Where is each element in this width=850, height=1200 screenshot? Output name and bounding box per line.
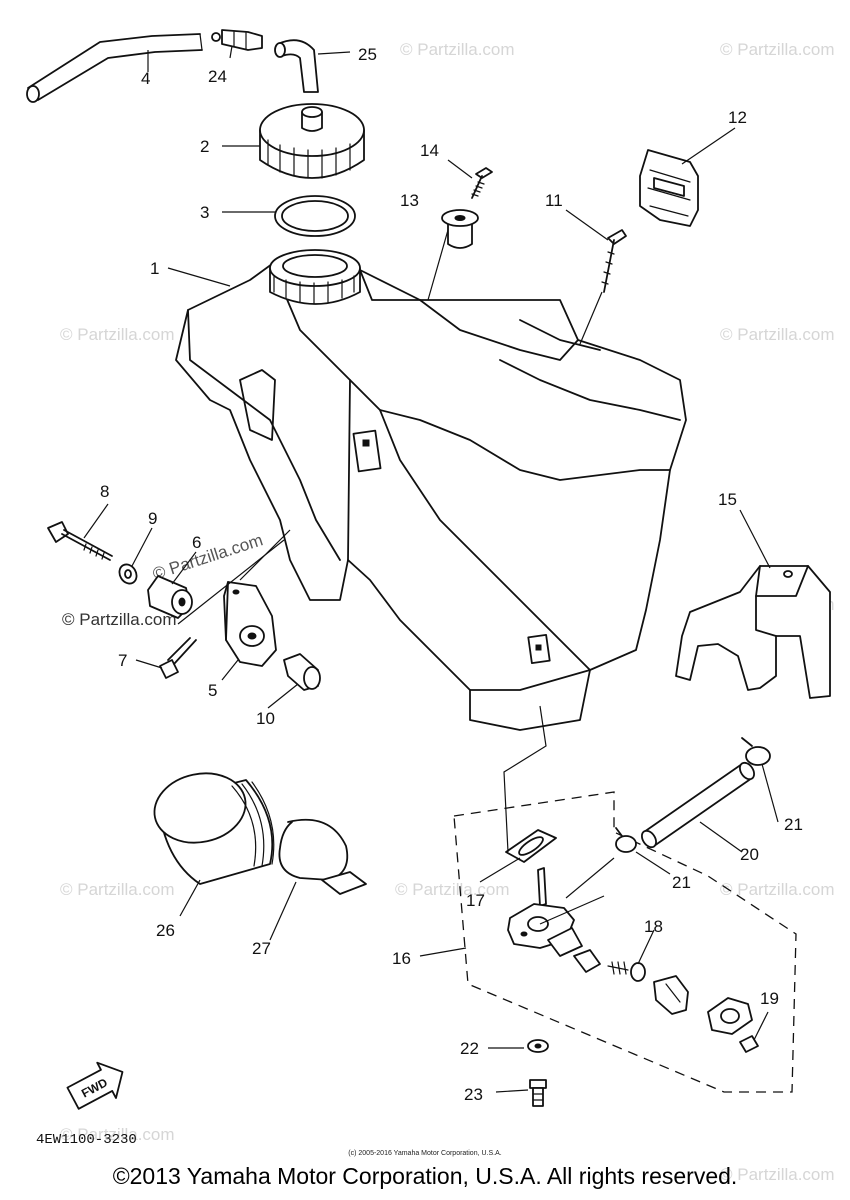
callout-labels: 4 24 25 2 3 1 14 13 11 12 15 8 9 6 7 5 1… — [100, 45, 803, 1104]
watermark: © Partzilla.com — [720, 880, 835, 899]
callout-20: 20 — [740, 845, 759, 864]
part-9-washer — [118, 563, 138, 585]
watermark: © Partzilla.com — [395, 880, 510, 899]
copyright-notice: ©2013 Yamaha Motor Corporation, U.S.A. A… — [112, 1163, 738, 1189]
fwd-arrow: FWD — [66, 1061, 124, 1110]
callout-1: 1 — [150, 259, 159, 278]
callout-13: 13 — [400, 191, 419, 210]
watermark-dark: © Partzilla.com — [62, 610, 177, 629]
part-12-damper — [639, 149, 699, 227]
callout-21-lower: 21 — [672, 873, 691, 892]
callout-4: 4 — [141, 69, 150, 88]
callout-3: 3 — [200, 203, 209, 222]
callout-10: 10 — [256, 709, 275, 728]
watermark: © Partzilla.com — [60, 1125, 175, 1144]
part-5-bracket — [223, 581, 277, 667]
part-2-fuel-cap — [259, 103, 365, 179]
part-21-clip-upper — [741, 737, 771, 766]
callout-21-upper: 21 — [784, 815, 803, 834]
leader-lines — [83, 45, 779, 1093]
part-3-gasket — [274, 195, 356, 237]
callout-18: 18 — [644, 917, 663, 936]
part-19-plate — [707, 997, 759, 1053]
callout-8: 8 — [100, 482, 109, 501]
callout-23: 23 — [464, 1085, 483, 1104]
part-18-o-ring — [573, 949, 646, 982]
callout-26: 26 — [156, 921, 175, 940]
callout-19: 19 — [760, 989, 779, 1008]
part-14-screw — [471, 167, 493, 199]
watermark: © Partzilla.com — [400, 40, 515, 59]
part-lever — [653, 975, 689, 1015]
part-20-pipe — [641, 761, 755, 849]
part-7-bolt — [159, 637, 197, 679]
watermark: © Partzilla.com — [720, 325, 835, 344]
part-23-screw — [529, 1079, 547, 1107]
part-16-fuel-cock — [507, 867, 583, 957]
small-copyright: (c) 2005-2016 Yamaha Motor Corporation, … — [348, 1150, 502, 1157]
diagram-code: 4EW1100-3230 — [36, 1132, 137, 1148]
part-4-hose — [26, 33, 203, 103]
part-21-clip-lower — [615, 827, 637, 853]
callout-14: 14 — [420, 141, 439, 160]
watermark: © Partzilla.com — [720, 40, 835, 59]
callout-5: 5 — [208, 681, 217, 700]
callout-9: 9 — [148, 509, 157, 528]
part-13-damper — [441, 209, 479, 249]
callout-27: 27 — [252, 939, 271, 958]
part-22-washer — [527, 1039, 549, 1053]
callout-25: 25 — [358, 45, 377, 64]
callout-24: 24 — [208, 67, 227, 86]
part-8-bolt — [47, 521, 113, 561]
part-11-screw — [601, 229, 627, 293]
callout-6: 6 — [192, 533, 201, 552]
callout-16: 16 — [392, 949, 411, 968]
callout-11: 11 — [545, 191, 563, 210]
watermark: © Partzilla.com — [60, 325, 175, 344]
callout-15: 15 — [718, 490, 737, 509]
part-24-fitting — [211, 29, 263, 51]
callout-7: 7 — [118, 651, 127, 670]
part-15-cover — [675, 565, 831, 699]
watermark: © Partzilla.com — [60, 880, 175, 899]
callout-2: 2 — [200, 137, 209, 156]
part-17-gasket — [505, 829, 557, 863]
part-10-collar — [283, 653, 321, 691]
part-1-fuel-tank — [175, 249, 687, 731]
callout-22: 22 — [460, 1039, 479, 1058]
part-6-damper — [147, 575, 193, 619]
fuel-cock-assembly-box — [453, 791, 797, 1093]
part-26-sponge — [153, 772, 275, 885]
watermark: © Partzilla.com — [720, 1165, 835, 1184]
part-27-band — [278, 818, 367, 895]
callout-17: 17 — [466, 891, 485, 910]
part-25-elbow — [274, 39, 319, 93]
callout-12: 12 — [728, 108, 747, 127]
watermark-dark: © Partzilla.com — [150, 530, 265, 583]
